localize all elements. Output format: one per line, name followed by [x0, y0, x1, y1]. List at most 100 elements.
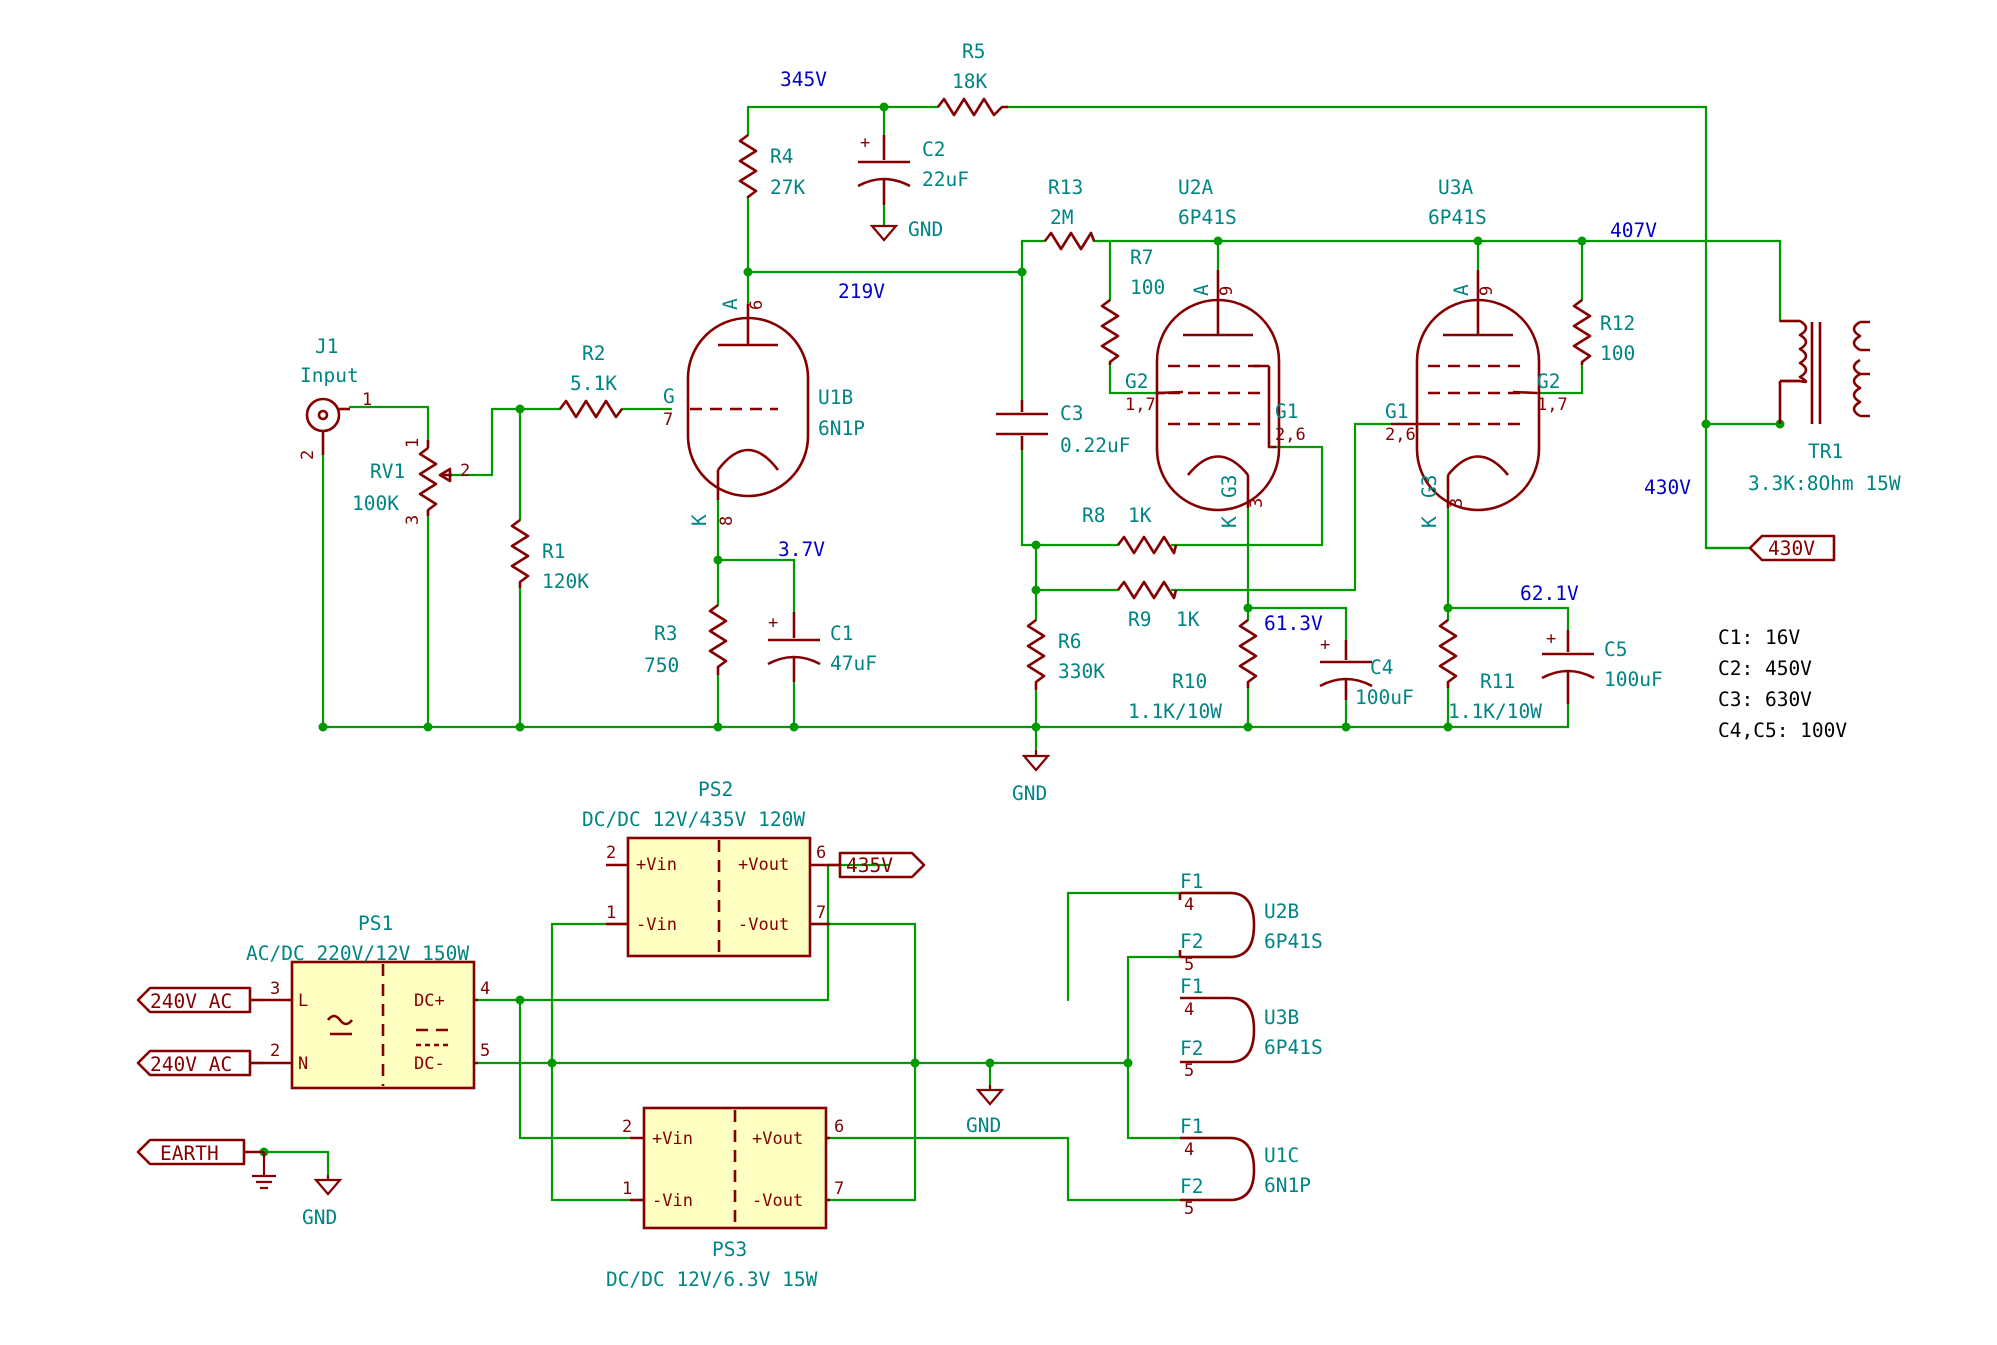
r10-ref: R10	[1172, 670, 1207, 693]
r9-value: 1K	[1176, 608, 1200, 631]
u3a-pin-g1-num: 2,6	[1385, 425, 1416, 445]
ps1-pin-l: L	[298, 991, 308, 1011]
heater-u3b: F1 4 F2 5 U3B 6P41S	[1180, 975, 1323, 1081]
net-61-3v: 61.3V	[1264, 612, 1323, 635]
r1-value: 120K	[542, 570, 589, 593]
r1-ref: R1	[542, 540, 565, 563]
u2b-f1-num: 4	[1184, 895, 1194, 915]
earth-ground-symbol	[252, 1152, 276, 1190]
label-240v-ac-l: 240V AC	[136, 986, 264, 1014]
ps1-pin-dcm: DC-	[414, 1054, 445, 1074]
c2-value: 22uF	[922, 168, 969, 191]
label-240v-ac-l-text: 240V AC	[150, 990, 232, 1013]
r7-ref: R7	[1130, 246, 1153, 269]
ps2-value: DC/DC 12V/435V 120W	[582, 808, 805, 831]
gnd-label-earth: GND	[302, 1206, 337, 1229]
note-c45: C4,C5: 100V	[1718, 719, 1847, 742]
power-supply-ps2: PS2 DC/DC 12V/435V 120W +Vin -Vin +Vout …	[582, 778, 830, 958]
capacitor-c5: + C5 100uF	[1541, 629, 1663, 704]
u3b-f2: F2	[1180, 1037, 1203, 1060]
u3b-f2-num: 5	[1184, 1061, 1194, 1081]
r7-value: 100	[1130, 276, 1165, 299]
ps2-vout-p: +Vout	[738, 855, 789, 875]
ps1-pin5: 5	[480, 1041, 490, 1061]
net-3-7v: 3.7V	[778, 538, 825, 561]
rv1-pin2: 2	[460, 461, 470, 481]
label-435v-text: 435V	[846, 854, 893, 877]
resistor-r2: R2 5.1K	[558, 342, 624, 419]
c5-value: 100uF	[1604, 668, 1663, 691]
svg-text:+: +	[1320, 635, 1330, 655]
resistor-r1: R1 120K	[510, 518, 589, 593]
net-voltage-labels: 345V 219V 3.7V 407V 430V 61.3V 62.1V	[778, 68, 1691, 635]
capacitor-c4: + C4 100uF	[1319, 635, 1414, 709]
j1-value: Input	[300, 364, 359, 387]
u1c-f2-num: 5	[1184, 1199, 1194, 1219]
r3-value: 750	[644, 654, 679, 677]
net-407v: 407V	[1610, 219, 1657, 242]
rv1-pin3: 3	[403, 515, 423, 525]
c4-value: 100uF	[1355, 686, 1414, 709]
note-c1: C1: 16V	[1718, 626, 1800, 649]
r2-value: 5.1K	[570, 372, 617, 395]
u2b-ref: U2B	[1264, 900, 1299, 923]
j1-ref: J1	[315, 335, 338, 358]
tr1-value: 3.3K:8Ohm 15W	[1748, 472, 1901, 495]
ps3-pin6: 6	[834, 1117, 844, 1137]
wires	[262, 105, 1802, 1202]
capacitor-c1: + C1 47uF	[767, 612, 877, 682]
rv1-value: 100K	[352, 492, 399, 515]
net-345v: 345V	[780, 68, 827, 91]
u2a-pin-g2: G2	[1125, 370, 1148, 393]
r13-value: 2M	[1050, 206, 1073, 229]
c5-ref: C5	[1604, 638, 1627, 661]
j1-pin1: 1	[362, 390, 372, 410]
u2a-ref: U2A	[1178, 176, 1213, 199]
resistor-r11: R11 1.1K/10W	[1438, 618, 1542, 723]
r5-ref: R5	[962, 40, 985, 63]
tr1-ref: TR1	[1808, 440, 1843, 463]
u1b-pin-a: A	[719, 298, 742, 310]
u1c-f2: F2	[1180, 1175, 1203, 1198]
voltage-rating-notes: C1: 16V C2: 450V C3: 630V C4,C5: 100V	[1718, 626, 1847, 742]
u3b-f1-num: 4	[1184, 1000, 1194, 1020]
svg-text:+: +	[1546, 629, 1556, 649]
r8-value: 1K	[1128, 504, 1152, 527]
u3a-pin-g3: G3	[1418, 475, 1441, 498]
u3b-f1: F1	[1180, 975, 1203, 998]
ps3-vout-p: +Vout	[752, 1129, 803, 1149]
r10-value: 1.1K/10W	[1128, 700, 1222, 723]
transformer-tr1: TR1 3.3K:8Ohm 15W	[1748, 319, 1901, 495]
ps2-pin1: 1	[606, 903, 616, 923]
u3a-pin-g2: G2	[1537, 370, 1560, 393]
j1-pin2: 2	[298, 450, 318, 460]
ps1-value: AC/DC 220V/12V 150W	[246, 942, 469, 965]
u2a-pin-g2-num: 1,7	[1125, 395, 1156, 415]
u1c-value: 6N1P	[1264, 1174, 1311, 1197]
ps3-pin2: 2	[622, 1117, 632, 1137]
input-jack-j1: J1 Input 1 2	[298, 335, 372, 460]
ps1-pin4: 4	[480, 979, 490, 999]
r12-ref: R12	[1600, 312, 1635, 335]
u2a-pin-a-num: 9	[1217, 286, 1237, 296]
u2a-pin-g3: G3	[1218, 475, 1241, 498]
r8-ref: R8	[1082, 504, 1105, 527]
label-240v-ac-n-text: 240V AC	[150, 1053, 232, 1076]
junction-dots	[259, 102, 1785, 1157]
u1b-pin-g: G	[663, 385, 675, 408]
resistor-r6: R6 330K	[1026, 618, 1105, 690]
u1b-ref: U1B	[818, 386, 853, 409]
ground-symbol-power: GND	[966, 1085, 1005, 1137]
r12-value: 100	[1600, 342, 1635, 365]
pentode-u2a: U2A 6P41S A 9 G2 1,7 G1 2,6 K G3 3	[1125, 176, 1306, 528]
rv1-ref: RV1	[370, 460, 405, 483]
u2a-value: 6P41S	[1178, 206, 1237, 229]
resistor-r3: R3 750	[644, 603, 728, 677]
capacitor-c2: + C2 22uF	[857, 133, 969, 205]
ps1-pin2: 2	[270, 1041, 280, 1061]
ps3-ref: PS3	[712, 1238, 747, 1261]
ps2-vin-m: -Vin	[636, 915, 677, 935]
u3a-pin-g2-num: 1,7	[1537, 395, 1568, 415]
net-430v: 430V	[1644, 476, 1691, 499]
